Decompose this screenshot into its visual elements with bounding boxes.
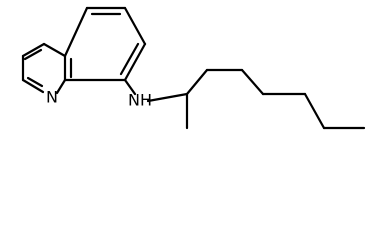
bond-c4a-c5 (63, 6, 89, 58)
bond-c2-n1-double (26, 76, 44, 88)
bond-c7-c8-double (119, 42, 140, 76)
chemical-structure-diagram: N NH (21, 6, 366, 130)
bond-c4-c3 (21, 42, 46, 58)
benzene-ring (63, 6, 147, 82)
pyridine-ring (21, 42, 67, 95)
bond-chain-5 (303, 92, 326, 130)
bond-n-ch (146, 92, 189, 103)
bond-c2-n1 (21, 78, 45, 94)
bond-n1-c8a (55, 78, 67, 95)
bond-c8-n (123, 78, 137, 96)
octyl-chain (185, 68, 366, 130)
bond-chain-3 (240, 68, 265, 96)
amine-linkage (123, 78, 189, 103)
bond-c6-c7 (123, 6, 147, 46)
bond-c3-c4-double (23, 48, 43, 61)
amine-nh-label: NH (128, 91, 152, 110)
bond-chain-1 (185, 68, 209, 96)
bond-c4a-c4 (42, 42, 67, 58)
bond-c7-c8 (123, 42, 147, 82)
ring-nitrogen-label: N (46, 88, 58, 107)
